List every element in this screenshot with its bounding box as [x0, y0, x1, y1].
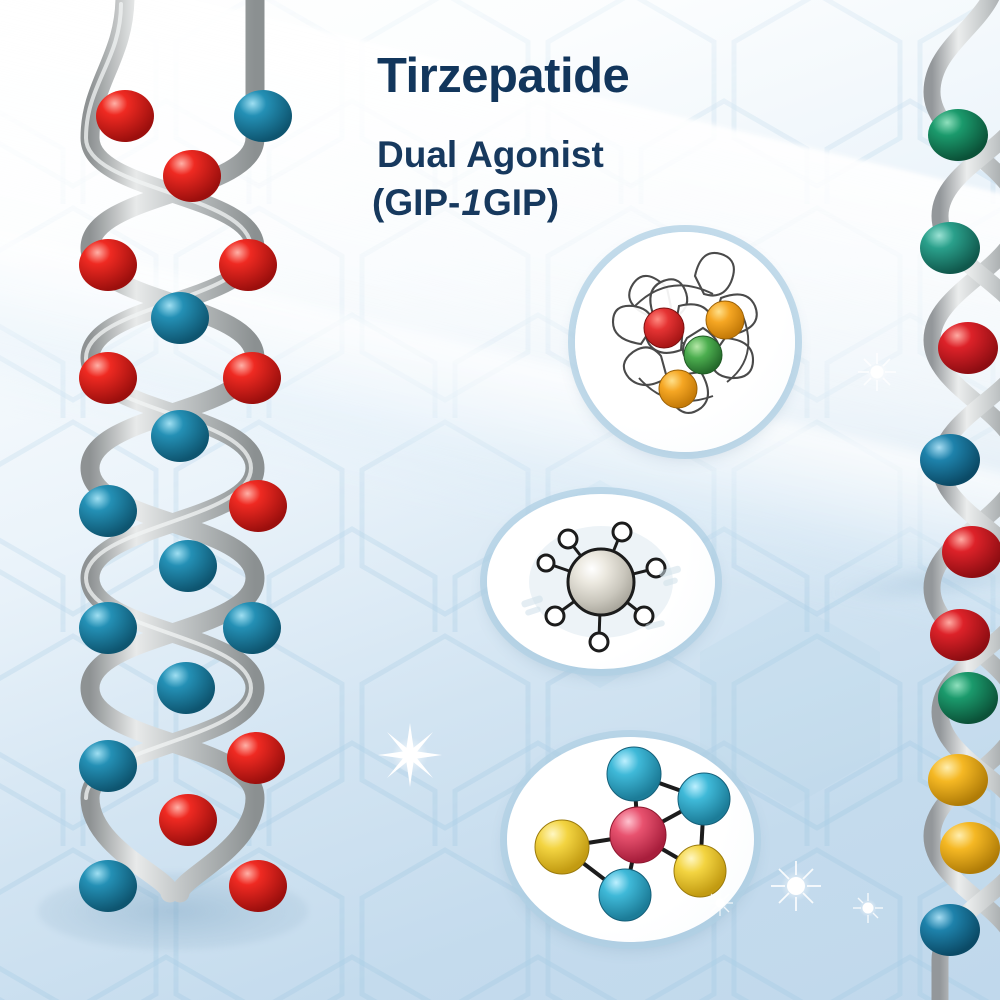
molecular-network-diagram [534, 746, 731, 922]
subtitle-receptor-pair: (GIP-1GIP) [372, 182, 559, 224]
molecule-inset-central-atom [487, 494, 715, 669]
receptor-pair-number: 1 [461, 182, 482, 223]
receptor-pair-prefix: (GIP- [372, 182, 461, 223]
double-helix-right [880, 0, 1000, 1000]
receptor-pair-suffix: GIP) [482, 182, 560, 223]
sparkle-glint-lower-mid [768, 858, 824, 914]
sparkle-star-large [377, 722, 443, 788]
molecule-inset-molecular-network [507, 737, 754, 942]
subtitle-dual-agonist: Dual Agonist [377, 134, 604, 175]
central-atom-diagram [521, 521, 681, 653]
helix-left-graphic [79, 0, 292, 912]
double-helix-left [20, 0, 320, 948]
peptide-ribbon-diagram [611, 251, 758, 414]
page-title: Tirzepatide [377, 49, 630, 103]
molecule-inset-peptide-ribbon [575, 232, 795, 452]
helix-right-graphic [920, 0, 1000, 1000]
